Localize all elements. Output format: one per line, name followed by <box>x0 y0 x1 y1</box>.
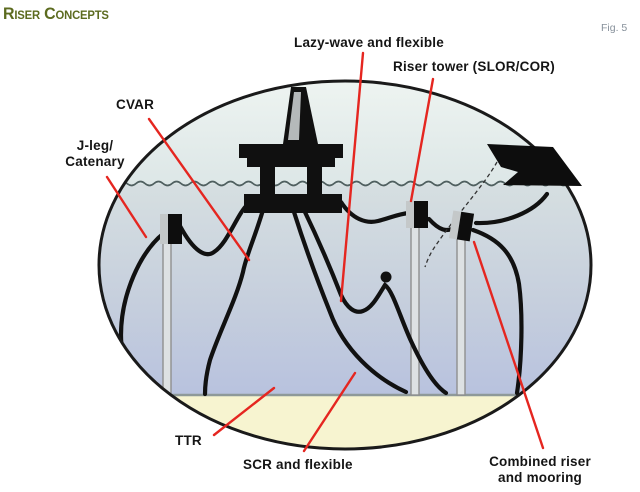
combined-buoy-gray <box>448 210 462 240</box>
lazy-wave-riser <box>301 207 449 396</box>
page-title: Riser Concepts <box>3 4 109 23</box>
leader-cvar <box>147 117 251 262</box>
figure-number-label: Fig. 5 <box>601 22 628 34</box>
jleg-buoy-black <box>168 214 182 244</box>
label-jleg-line1: J-leg/ <box>76 138 114 153</box>
combined-riser-buoy <box>448 210 475 242</box>
label-lazy-wave: Lazy-wave and flexible <box>294 35 444 50</box>
buoyancy-module-dot <box>380 271 392 283</box>
label-combined-line2: and mooring <box>498 470 582 485</box>
leader-combined <box>472 240 545 450</box>
platform-deck-upper <box>239 144 343 158</box>
seabed-region <box>99 395 591 449</box>
platform-column-left <box>260 167 275 196</box>
ship-to-buoy-riser <box>473 191 550 226</box>
jleg-buoy <box>160 214 182 244</box>
waterline-waves <box>99 180 578 187</box>
leader-riser-tower <box>409 77 435 203</box>
riser-tower-buoy-gray <box>406 201 414 228</box>
fpso-ship <box>487 144 582 186</box>
combined-riser-catenary <box>470 227 524 396</box>
jleg-buoy-gray <box>160 214 168 244</box>
scene-oval-outline <box>97 79 593 451</box>
jleg-catenary-riser <box>177 201 251 257</box>
surface-jumper-to-riser-tower <box>338 199 412 224</box>
riser-tower-buoy-black <box>414 201 428 228</box>
semisub-platform <box>239 87 343 213</box>
label-ttr: TTR <box>175 433 202 448</box>
derrick-panel <box>288 92 301 140</box>
jleg-tower-column <box>162 242 172 396</box>
combined-buoy-black <box>456 211 475 242</box>
label-cvar: CVAR <box>116 97 155 112</box>
label-combined: Combined riser and mooring <box>460 454 620 486</box>
platform-deck-lower <box>247 158 335 167</box>
label-jleg-line2: Catenary <box>65 154 125 169</box>
riser-tower-buoy <box>406 201 428 228</box>
combined-riser-column <box>456 237 466 396</box>
platform-pontoon <box>244 194 342 213</box>
leader-ttr <box>212 386 276 437</box>
leader-scr <box>302 371 357 453</box>
label-combined-line1: Combined riser <box>489 454 591 469</box>
label-jleg-catenary: J-leg/ Catenary <box>34 138 156 170</box>
label-riser-tower: Riser tower (SLOR/COR) <box>393 59 555 74</box>
leader-lazy-wave <box>339 51 365 303</box>
riser-tower-column <box>410 225 420 396</box>
cvar-riser <box>202 207 266 397</box>
platform-column-right <box>307 167 322 196</box>
scr-riser <box>291 209 409 395</box>
ship-mooring-line-dashed <box>424 161 498 268</box>
label-scr: SCR and flexible <box>243 457 353 472</box>
leader-jleg <box>105 175 148 239</box>
